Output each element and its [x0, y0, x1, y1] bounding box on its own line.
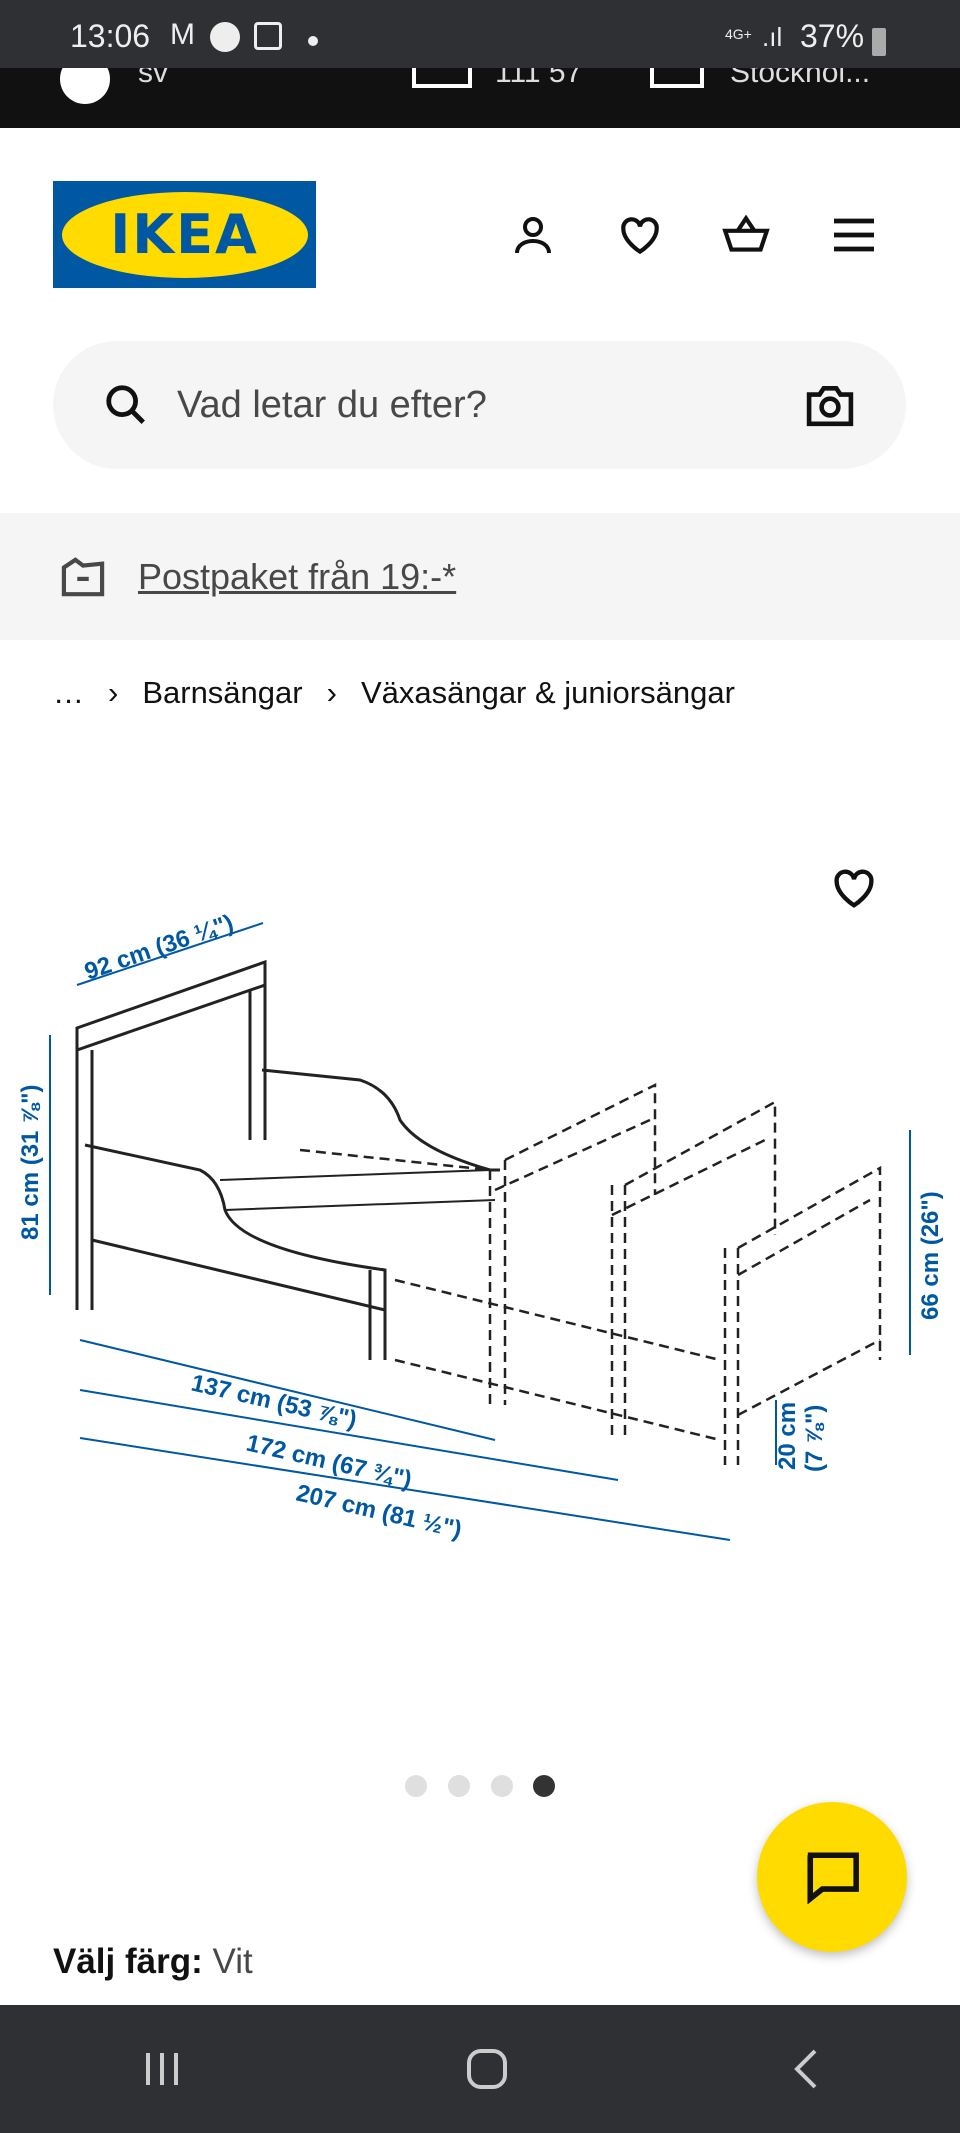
user-icon[interactable]: [503, 205, 563, 265]
search-input[interactable]: Vad letar du efter?: [53, 341, 906, 469]
android-nav-bar: [0, 2005, 960, 2133]
dim-end-height: 66 cm (26"): [917, 1191, 944, 1320]
breadcrumb: … › Barnsängar › Växasängar & juniorsängar: [53, 675, 735, 711]
favorite-heart-icon[interactable]: [828, 862, 880, 919]
color-label: Välj färg:: [53, 1942, 203, 1981]
truck-icon: [412, 68, 472, 88]
bed-drawing: [75, 959, 500, 1360]
chevron-right-icon: ›: [108, 675, 119, 710]
recent-apps-icon[interactable]: [140, 2049, 184, 2089]
basket-icon[interactable]: [716, 205, 776, 265]
dim-height: 81 cm (31 ⅞"): [17, 1085, 44, 1240]
carousel-dot[interactable]: [491, 1775, 513, 1797]
chat-icon: [807, 1852, 859, 1904]
shipping-banner[interactable]: Postpaket från 19:-*: [0, 513, 960, 640]
postcode[interactable]: 111 57: [495, 68, 583, 89]
dimension-lines: [49, 922, 911, 1541]
status-bar: 13:06 M 4G+ .ıl 37%: [0, 0, 960, 68]
color-value: Vit: [212, 1942, 253, 1981]
dim-length-max: 207 cm (81 ½"): [294, 1480, 465, 1544]
battery-icon: [872, 28, 886, 56]
extension-dashed: [299, 1082, 882, 1465]
dim-width: 92 cm (36 ¼"): [81, 910, 237, 986]
gmail-icon: M: [170, 18, 195, 51]
network-icon: 4G+: [725, 26, 752, 42]
hm-icon: [210, 22, 240, 52]
shipping-link[interactable]: Postpaket från 19:-*: [138, 555, 457, 597]
dot-icon: [308, 36, 318, 46]
search-placeholder: Vad letar du efter?: [177, 383, 487, 426]
color-selector[interactable]: Välj färg: Vit: [53, 1942, 253, 1982]
dim-length-min: 137 cm (53 ⅞"): [189, 1370, 360, 1434]
store-icon: [650, 68, 704, 88]
globe-icon[interactable]: [60, 68, 110, 104]
package-icon: [61, 556, 105, 596]
dim-length-mid: 172 cm (67 ¾"): [244, 1430, 415, 1494]
product-dimension-image[interactable]: 92 cm (36 ¼") 81 cm (31 ⅞") 137 cm (53 ⅞…: [0, 840, 960, 1640]
chat-button[interactable]: [757, 1802, 907, 1952]
breadcrumb-ellipsis[interactable]: …: [53, 675, 84, 710]
battery-text: 37%: [800, 18, 865, 54]
breadcrumb-item[interactable]: Växasängar & juniorsängar: [360, 675, 735, 710]
home-icon[interactable]: [465, 2047, 509, 2091]
chevron-right-icon: ›: [326, 675, 337, 710]
carousel-dot[interactable]: [448, 1775, 470, 1797]
camera-icon[interactable]: [804, 382, 856, 428]
back-icon[interactable]: [790, 2047, 820, 2091]
ikea-logo[interactable]: IKEA: [53, 181, 316, 288]
gallery-icon: [254, 22, 282, 50]
menu-icon[interactable]: [824, 205, 884, 265]
top-info-bar: sv 111 57 Stockhol...: [0, 68, 960, 128]
carousel-dot-active[interactable]: [533, 1775, 555, 1797]
store-name[interactable]: Stockhol...: [730, 68, 871, 89]
clock: 13:06: [70, 18, 151, 54]
carousel-dot[interactable]: [405, 1775, 427, 1797]
search-icon: [106, 385, 145, 424]
language[interactable]: sv: [138, 68, 168, 89]
signal-icon: .ıl: [762, 22, 783, 52]
heart-icon[interactable]: [610, 205, 670, 265]
breadcrumb-item[interactable]: Barnsängar: [142, 675, 303, 710]
dim-leg-in: (7 ⅞"): [801, 1405, 828, 1472]
dim-leg-cm: 20 cm: [774, 1402, 801, 1470]
